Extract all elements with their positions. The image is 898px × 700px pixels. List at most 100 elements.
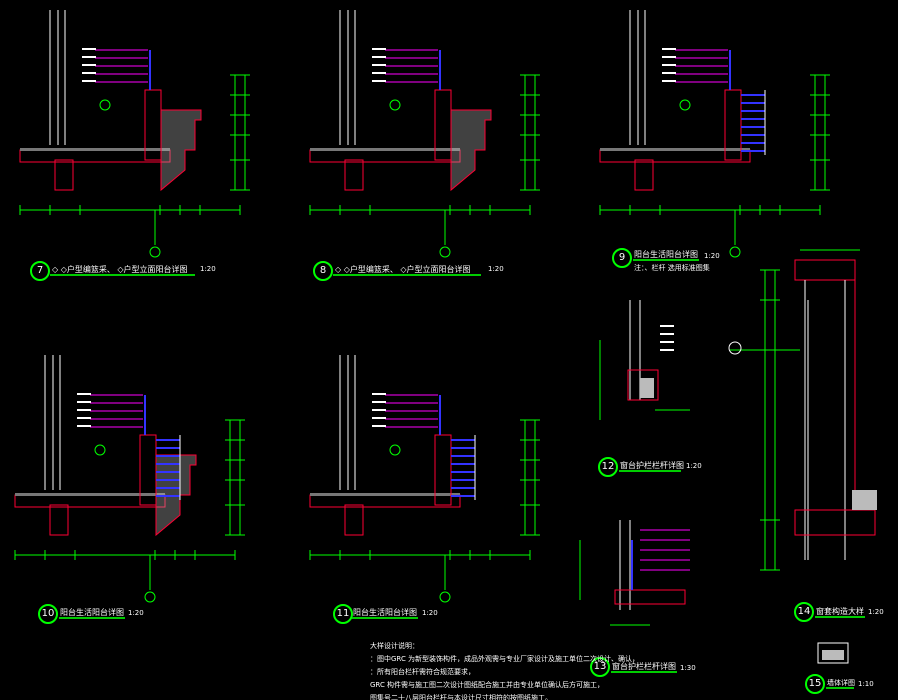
- label-mark: [662, 48, 676, 50]
- title-underline: [619, 470, 681, 472]
- axis-bubble: [144, 591, 156, 603]
- label-mark: [660, 341, 674, 343]
- section-mark: [389, 99, 401, 111]
- label-mark: [82, 48, 96, 50]
- section-mark: [389, 444, 401, 456]
- beam: [344, 504, 364, 536]
- detail-number-12: 12: [598, 457, 618, 477]
- floor-finish: [20, 148, 170, 151]
- label-mark: [372, 64, 386, 66]
- notes-line: 图集号二十八层阳台栏杆与本设计尺寸相符的按图纸施工。: [370, 694, 552, 700]
- label-mark: [372, 401, 386, 403]
- label-mark: [660, 325, 674, 327]
- label-mark: [372, 409, 386, 411]
- notes-line: ：所有阳台栏杆需符合规范要求，: [370, 668, 475, 676]
- title-underline: [352, 617, 418, 619]
- detail-scale-7: 1:20: [200, 265, 216, 273]
- axis-bubble: [729, 246, 741, 258]
- notes-line: GRC 构件需与施工图二次设计图纸配合施工并由专业单位确认后方可施工，: [370, 681, 605, 689]
- detail-number-15: 15: [805, 674, 825, 694]
- title-underline: [611, 671, 677, 673]
- label-mark: [77, 393, 91, 395]
- detail-scale-8: 1:20: [488, 265, 504, 273]
- section-mark: [679, 99, 691, 111]
- notes-line: ：图中GRC 为新型装饰构件，成品外观需与专业厂家设计及施工单位二次设计、确认，: [370, 655, 640, 663]
- floor-finish: [15, 493, 165, 496]
- title-underline: [633, 259, 699, 261]
- label-mark: [77, 417, 91, 419]
- detail-title-15: 墙体详图: [827, 679, 855, 687]
- floor-finish: [600, 148, 750, 151]
- detail-scale-12: 1:20: [686, 462, 702, 470]
- label-mark: [662, 64, 676, 66]
- label-mark: [372, 80, 386, 82]
- label-mark: [372, 393, 386, 395]
- section-mark: [99, 99, 111, 111]
- axis-bubble: [439, 246, 451, 258]
- detail-scale-14: 1:20: [868, 608, 884, 616]
- sill: [627, 369, 659, 401]
- detail-scale-9: 1:20: [704, 252, 720, 260]
- detail-note-9: 注：、栏杆 选用标准图集: [634, 264, 710, 272]
- title-underline: [50, 274, 195, 276]
- label-mark: [662, 72, 676, 74]
- beam: [54, 159, 74, 191]
- wall-detail: [817, 642, 849, 664]
- label-mark: [372, 72, 386, 74]
- detail-number-8: 8: [313, 261, 333, 281]
- label-mark: [662, 80, 676, 82]
- detail-number-14: 14: [794, 602, 814, 622]
- parapet: [724, 89, 742, 161]
- label-mark: [82, 56, 96, 58]
- detail-scale-13: 1:30: [680, 664, 696, 672]
- title-underline: [815, 616, 865, 618]
- label-mark: [372, 48, 386, 50]
- detail-title-9: 阳台生活阳台详图: [634, 250, 698, 259]
- floor-finish: [310, 148, 460, 151]
- axis-bubble: [149, 246, 161, 258]
- label-mark: [660, 349, 674, 351]
- title-underline: [333, 274, 481, 276]
- label-mark: [660, 333, 674, 335]
- label-mark: [372, 56, 386, 58]
- grc-profile: [160, 109, 202, 192]
- notes-heading: 大样设计说明：: [370, 642, 419, 650]
- detail-title-12: 窗台护栏栏杆详图: [620, 461, 684, 470]
- section-mark: [94, 444, 106, 456]
- label-mark: [372, 417, 386, 419]
- floor-finish: [310, 493, 460, 496]
- hatch: [822, 650, 844, 660]
- label-mark: [77, 401, 91, 403]
- label-mark: [662, 56, 676, 58]
- label-mark: [372, 425, 386, 427]
- section-mark: [728, 341, 742, 355]
- design-notes: 大样设计说明： ：图中GRC 为新型装饰构件，成品外观需与专业厂家设计及施工单位…: [370, 640, 639, 700]
- axis-bubble: [439, 591, 451, 603]
- detail-title-14: 窗套构造大样: [816, 607, 864, 616]
- detail-scale-10: 1:20: [128, 609, 144, 617]
- slab: [794, 509, 876, 536]
- label-mark: [77, 409, 91, 411]
- hatch: [640, 378, 654, 398]
- hatch: [852, 490, 877, 510]
- detail-number-11: 11: [333, 604, 353, 624]
- detail-number-10: 10: [38, 604, 58, 624]
- detail-title-11: 阳台生活阳台详图: [353, 608, 417, 617]
- label-mark: [82, 80, 96, 82]
- grc-profile: [450, 109, 492, 192]
- detail-title-8: ◇ ◇户型编篮采、 ◇户型立面阳台详图: [335, 265, 471, 274]
- detail-scale-11: 1:20: [422, 609, 438, 617]
- detail-number-9: 9: [612, 248, 632, 268]
- detail-title-10: 阳台生活阳台详图: [60, 608, 124, 617]
- beam: [49, 504, 69, 536]
- detail-number-7: 7: [30, 261, 50, 281]
- beam: [344, 159, 364, 191]
- title-underline: [826, 687, 854, 689]
- beam: [634, 159, 654, 191]
- sill: [614, 589, 686, 605]
- detail-title-13: 窗台护栏栏杆详图: [612, 662, 676, 671]
- label-mark: [82, 64, 96, 66]
- title-underline: [59, 617, 125, 619]
